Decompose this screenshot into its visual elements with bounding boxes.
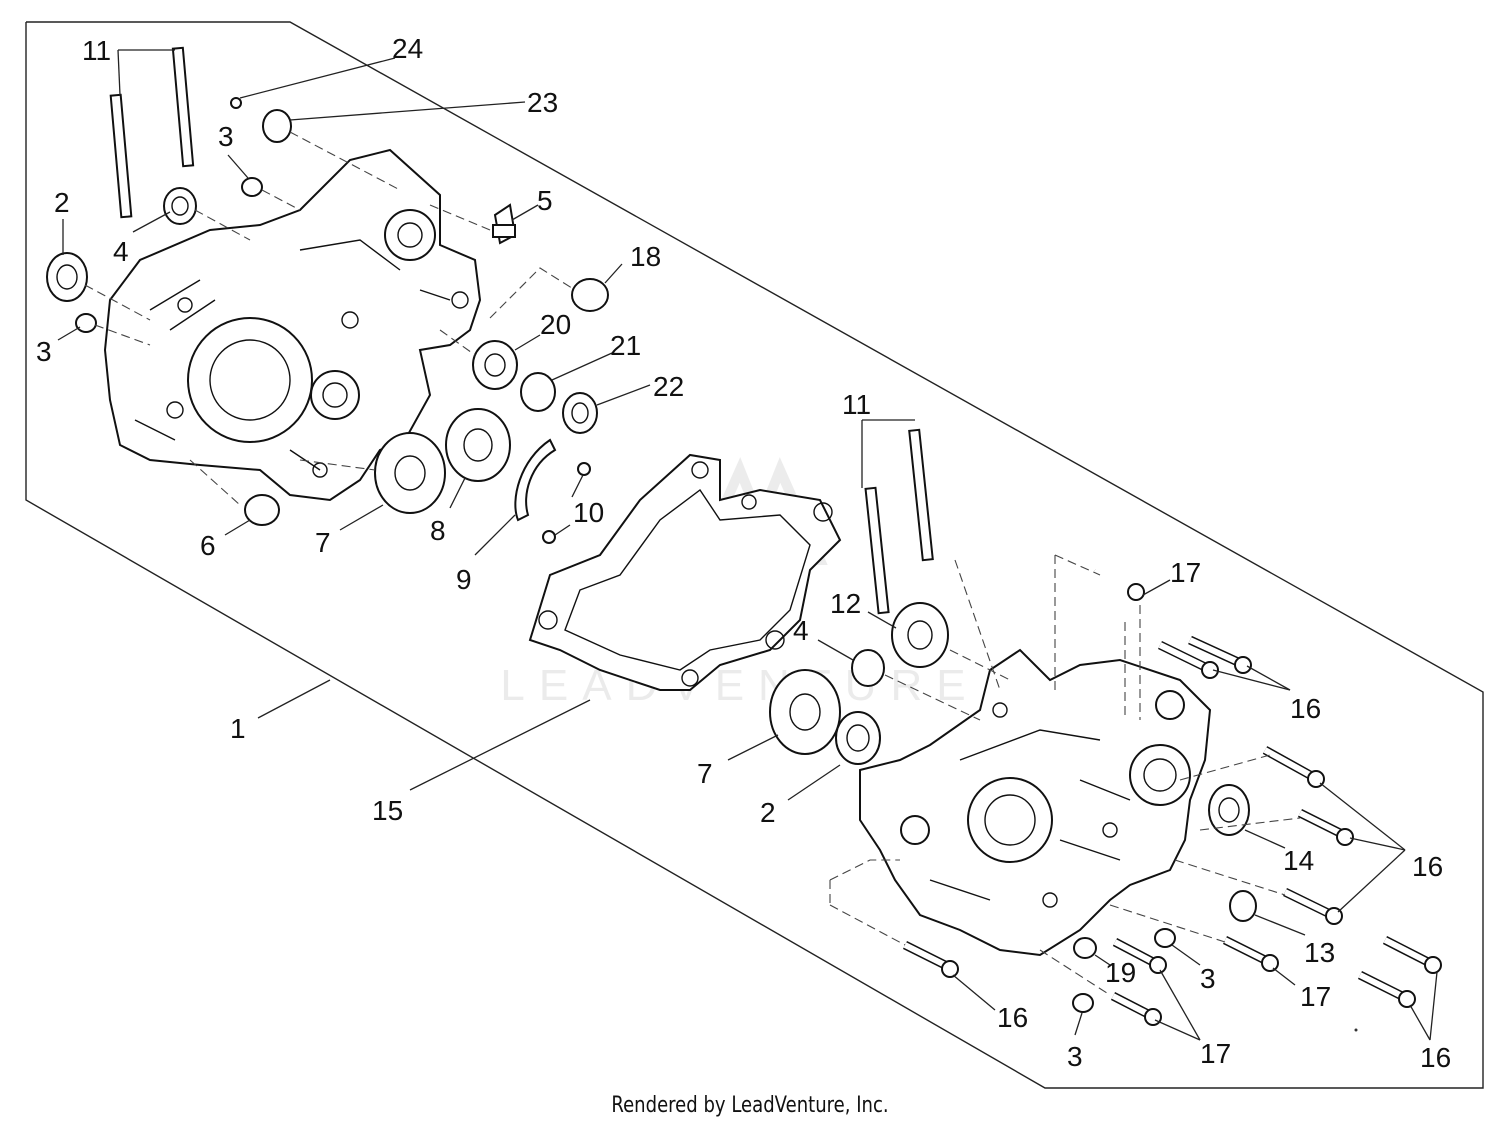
- screws-10: [542, 462, 591, 544]
- bolt-16-c: [1262, 746, 1325, 788]
- leader-lines: [57, 49, 1438, 1041]
- callout-17: 17: [1200, 1038, 1231, 1069]
- callout-12: 12: [830, 588, 861, 619]
- assembly-frame: [25, 21, 1484, 1089]
- callout-7: 7: [697, 758, 713, 789]
- bearing-12: [891, 602, 949, 668]
- bearing-8: [445, 408, 511, 482]
- left-seal-2: [46, 252, 88, 302]
- bolt-16-d: [1297, 808, 1354, 846]
- callout-2: 2: [760, 797, 776, 828]
- bearing-7-right: [769, 669, 841, 755]
- seal-2-right: [835, 711, 881, 765]
- bolt-17-b: [1222, 935, 1279, 972]
- callout-7: 7: [315, 527, 331, 558]
- callout-24: 24: [392, 33, 423, 64]
- bolt-17-c: [1112, 938, 1167, 974]
- alignment-lines: [84, 131, 1301, 996]
- callout-16: 16: [1420, 1042, 1451, 1073]
- callout-10: 10: [573, 497, 604, 528]
- bolt-16-h: [1357, 970, 1416, 1008]
- dowel-3-right-a: [1154, 928, 1176, 948]
- callout-5: 5: [537, 185, 553, 216]
- callout-16: 16: [1412, 851, 1443, 882]
- seal-13: [1229, 890, 1257, 922]
- callout-3: 3: [218, 121, 234, 152]
- bearing-20: [472, 340, 518, 390]
- callout-6: 6: [200, 530, 216, 561]
- callout-23: 23: [527, 87, 558, 118]
- crankcase-gasket: [528, 453, 842, 691]
- dowel-3-left-top: [241, 177, 263, 197]
- callout-22: 22: [653, 371, 684, 402]
- callout-11: 11: [82, 35, 111, 66]
- seal-22: [562, 392, 598, 434]
- needle-bearing-21: [520, 372, 556, 412]
- callout-8: 8: [430, 515, 446, 546]
- callout-3: 3: [1067, 1041, 1083, 1072]
- callout-15: 15: [372, 795, 403, 826]
- left-crankcase-half: [103, 148, 482, 502]
- callout-17: 17: [1170, 557, 1201, 588]
- callout-1: 1: [230, 713, 246, 744]
- bolt-17-d: [1110, 991, 1162, 1026]
- callout-2: 2: [54, 187, 70, 218]
- callout-18: 18: [630, 241, 661, 272]
- bolt-16-a: [1158, 640, 1219, 679]
- bolt-16-b: [1188, 635, 1252, 674]
- callout-3: 3: [1200, 963, 1216, 994]
- bolt-17-top: [1093, 567, 1145, 601]
- dowel-3-right-b: [1072, 993, 1094, 1013]
- callout-4: 4: [793, 615, 809, 646]
- callout-17: 17: [1300, 981, 1331, 1012]
- studs-left: [109, 46, 195, 219]
- dowel-19: [1073, 937, 1097, 959]
- studs-right: [864, 428, 934, 615]
- callout-19: 19: [1105, 957, 1136, 988]
- callout-16: 16: [997, 1002, 1028, 1033]
- render-credit: Rendered by LeadVenture, Inc.: [611, 1093, 889, 1118]
- callout-11: 11: [842, 389, 871, 420]
- left-bearing-4: [163, 187, 197, 225]
- bolt-16-e: [1283, 887, 1343, 925]
- bolts: [902, 567, 1442, 1026]
- callout-14: 14: [1283, 845, 1314, 876]
- callout-labels: 1 2 2 3 3 3 3 4 4 5 6 7 7 8 9 10 11 11 1…: [36, 33, 1451, 1073]
- plug-23: [262, 109, 292, 143]
- callout-16: 16: [1290, 693, 1321, 724]
- callout-9: 9: [456, 564, 472, 595]
- watermark-text: LEADVENTURE: [500, 661, 979, 710]
- callout-4: 4: [113, 236, 129, 267]
- callout-3: 3: [36, 336, 52, 367]
- right-crankcase-half: [859, 648, 1212, 957]
- bushing-18: [571, 278, 609, 312]
- callout-20: 20: [540, 309, 571, 340]
- bearing-7-left: [374, 432, 446, 514]
- screw-24: [230, 97, 242, 109]
- bearing-4-right: [851, 649, 885, 687]
- stray-dot: [1354, 1028, 1358, 1032]
- seal-14: [1208, 784, 1250, 836]
- bolt-16-g: [1382, 935, 1442, 974]
- bolt-16-f: [902, 940, 959, 978]
- fitting-5: [492, 203, 517, 245]
- callout-13: 13: [1304, 937, 1335, 968]
- callout-21: 21: [610, 330, 641, 361]
- bushing-6: [244, 494, 280, 526]
- dowel-3-left-bottom: [75, 313, 97, 333]
- retainer-9: [514, 438, 557, 522]
